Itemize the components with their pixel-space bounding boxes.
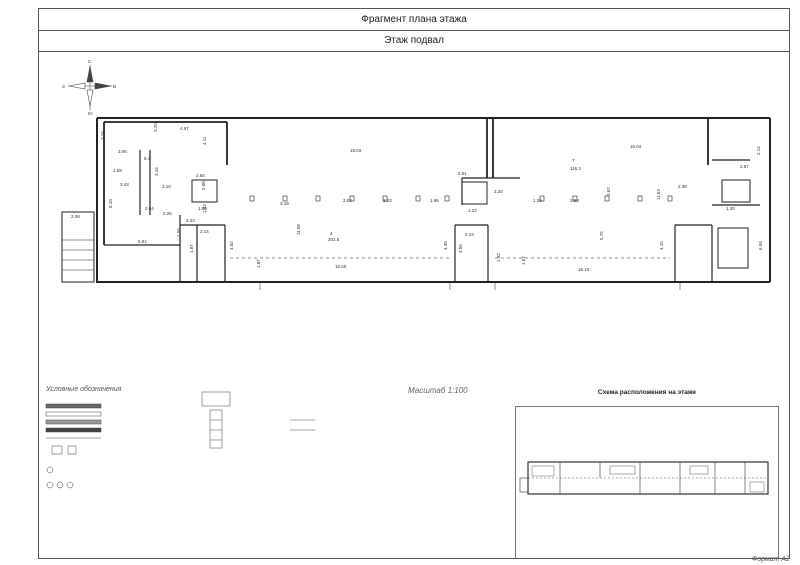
plan-dimension-label: 2.51 xyxy=(458,171,467,176)
compass-west: З xyxy=(62,84,65,89)
plan-dimension-label: 1.55 xyxy=(176,228,181,237)
location-scheme-box xyxy=(515,406,779,559)
plan-dimension-label: 1.59 xyxy=(198,206,207,211)
location-scheme-drawing xyxy=(519,461,769,495)
plan-dimension-label: 3.43 xyxy=(120,182,129,187)
plan-dimension-label: 5.94 xyxy=(138,239,147,244)
plan-dimension-label: 3.20 xyxy=(494,189,503,194)
plan-dimension-label: 2.67 xyxy=(740,164,749,169)
plan-walls xyxy=(61,117,771,290)
floor-title: Этаж подвал xyxy=(38,30,790,52)
plan-dimension-label: 3.23 xyxy=(186,218,195,223)
plan-dimension-label: 16.50 xyxy=(335,264,347,269)
plan-dimension-label: 2.38 xyxy=(678,184,687,189)
plan-dimension-label: 6.04 xyxy=(758,241,763,250)
plan-dimension-label: 2.14 xyxy=(200,229,209,234)
plan-dimension-label: 3.16 xyxy=(154,167,159,176)
plan-dimension-label: 4.56 xyxy=(458,244,463,253)
plan-dimension-label: 201.5 xyxy=(328,237,340,242)
plan-dimension-label: 116.3 xyxy=(570,166,581,171)
plan-dimension-label: 1.96 xyxy=(430,198,439,203)
sheet-frame xyxy=(38,50,790,559)
legend-symbols xyxy=(45,391,315,489)
plan-dimension-label: 19.03 xyxy=(350,148,362,153)
plan-dimension-label: 3.10 xyxy=(162,184,171,189)
plan-dimension-label: 1.92 xyxy=(496,253,501,262)
compass-north: С xyxy=(88,59,92,64)
plan-dimension-label: 4.02 xyxy=(229,241,234,250)
plan-dimension-label: 1.87 xyxy=(189,244,194,253)
plan-dimension-label: 4.97 xyxy=(180,126,189,131)
plan-dimension-label: 0.62 xyxy=(606,187,611,196)
location-scheme-title: Схема расположения на этаже xyxy=(597,389,697,396)
plan-dimension-label: 2.60 xyxy=(196,173,205,178)
plan-dimension-label: 6.10 xyxy=(108,199,113,208)
plan-dimension-label: 0.54 xyxy=(145,206,154,211)
compass-icon xyxy=(68,65,112,110)
plan-dimension-label: 11.63 xyxy=(656,189,661,200)
plan-dimension-label: 2.23 xyxy=(465,232,474,237)
plan-dimension-label: 16.04 xyxy=(630,144,642,149)
plan-dimension-label: 1.36 xyxy=(533,198,542,203)
plan-dimension-label: 2.08 xyxy=(71,214,80,219)
plan-dimension-label: 1.23 xyxy=(468,208,477,213)
compass-south: Ю xyxy=(88,111,93,116)
plan-dimension-label: 11.08 xyxy=(296,224,301,235)
plan-dimension-label: 2.16 xyxy=(100,131,105,140)
plan-dimension-label: 4.11 xyxy=(202,136,207,145)
plan-dimension-label: 5.75 xyxy=(599,231,604,240)
plan-dimension-label: 1.87 xyxy=(256,259,261,268)
plan-dimension-label: 1.43 xyxy=(202,204,207,213)
plan-dimension-label: 3.23 xyxy=(383,198,392,203)
plan-dimension-label: 1.59 xyxy=(113,168,122,173)
legend-title: Условные обозначения xyxy=(46,386,122,393)
plan-dimension-label: 0.25 xyxy=(163,211,172,216)
plan-dimension-label: 16.10 xyxy=(578,267,590,272)
plan-dimension-label: 3.70 xyxy=(153,123,158,132)
plan-dimension-label: 3.06 xyxy=(118,149,127,154)
plan-dimension-label: 8.4 xyxy=(144,156,151,161)
sheet-format-label: Формат А2 xyxy=(751,556,790,563)
plan-dimension-label: 3.19 xyxy=(280,201,289,206)
scale-label: Масштаб 1:100 xyxy=(408,386,468,395)
compass-east: В xyxy=(113,84,116,89)
plan-dimension-label: 4.30 xyxy=(443,241,448,250)
plan-dimension-label: 2.98 xyxy=(570,198,579,203)
plan-dimension-label: 2.08 xyxy=(201,181,206,190)
plan-dimension-label: 7 xyxy=(572,158,575,163)
plan-dimension-label: 1.67 xyxy=(521,256,526,265)
plan-dimension-label: 1.30 xyxy=(726,206,735,211)
sheet-title: Фрагмент плана этажа xyxy=(38,8,790,31)
plan-dimension-label: 2.02 xyxy=(343,198,352,203)
plan-dimension-labels: 2.16 3.70 4.97 4.11 3.06 1.59 8.4 3.43 3.16 3.10 2… xyxy=(71,123,763,272)
plan-dimension-label: 4.15 xyxy=(659,241,664,250)
plan-dimension-label: 4 xyxy=(330,231,333,236)
plan-dimension-label: 2.14 xyxy=(756,146,761,155)
